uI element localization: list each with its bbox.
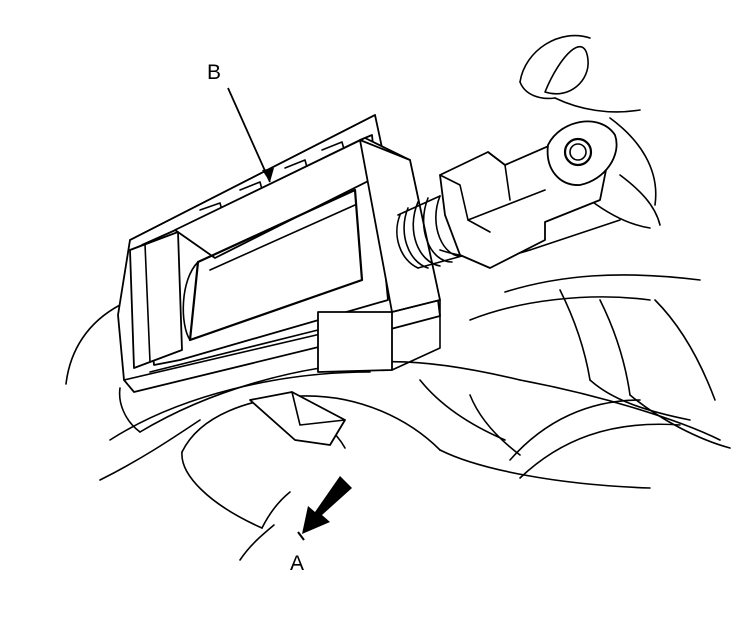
callout-label-a: A xyxy=(290,552,305,575)
connector-bracket xyxy=(439,120,618,269)
lower-bracket xyxy=(249,391,346,446)
removal-arrow-a xyxy=(297,476,352,541)
shift-solenoid-body xyxy=(129,134,441,373)
callout-label-b: B xyxy=(207,61,222,84)
solenoid-coil xyxy=(396,195,463,269)
leader-line-b xyxy=(227,87,274,183)
